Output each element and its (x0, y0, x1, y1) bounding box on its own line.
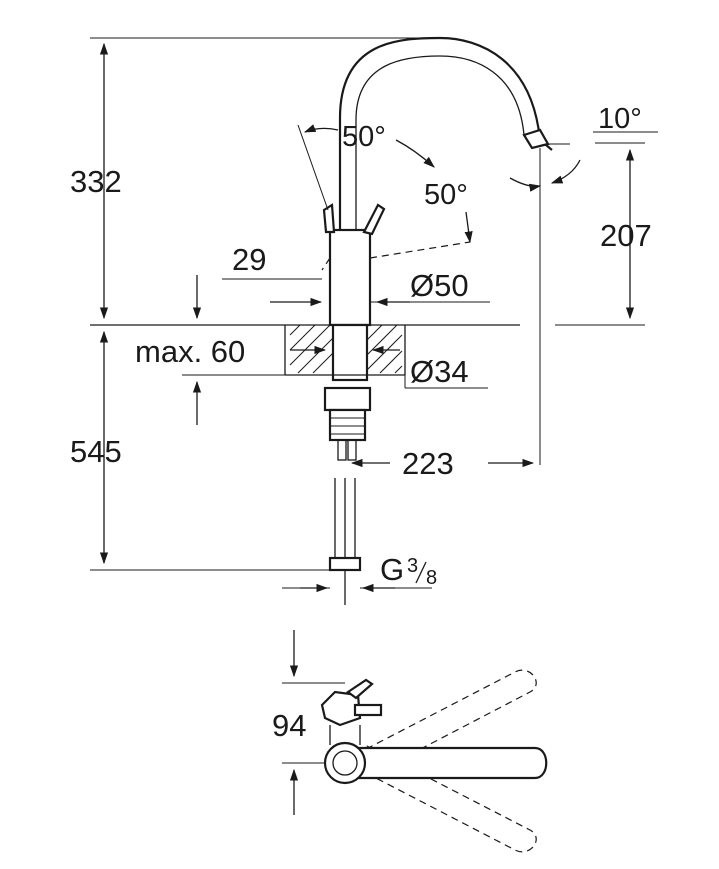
diameter-34-label: Ø34 (410, 354, 469, 389)
length-545-dimension: 545 (70, 330, 330, 571)
diameter-50-label: Ø50 (410, 268, 469, 303)
reach-223-label: 223 (402, 446, 454, 481)
deck-thickness-dimension: max. 60 (135, 275, 327, 425)
spout-angle-dimension: 10° (509, 103, 658, 465)
reach-223-dimension: 223 (350, 446, 535, 481)
thread-numerator-label: 3 (407, 555, 418, 577)
diameter-34-dimension: Ø34 (371, 345, 488, 389)
thread-prefix-label: G (380, 552, 404, 587)
height-207-dimension: 207 (555, 142, 652, 326)
diameter-50-dimension: Ø50 (370, 268, 490, 307)
offset-29-dimension: 29 (222, 242, 323, 307)
thread-denominator-label: 8 (426, 567, 437, 589)
lever-angle-dimensions: 50° 50° (297, 121, 473, 244)
depth-94-label: 94 (272, 708, 306, 743)
length-545-label: 545 (70, 434, 122, 469)
mixer-body (321, 203, 471, 605)
lever-angle-left-label: 50° (342, 121, 386, 153)
deck-thickness-label: max. 60 (135, 334, 245, 369)
thread-dimension: G 3 8 (282, 552, 437, 593)
spout-angle-label: 10° (598, 103, 642, 135)
lever-angle-right-label: 50° (424, 179, 468, 211)
height-332-dimension: 332 (70, 37, 440, 320)
top-view: 94 (272, 630, 548, 853)
height-207-label: 207 (600, 218, 652, 253)
height-332-label: 332 (70, 164, 122, 199)
offset-29-label: 29 (232, 242, 266, 277)
